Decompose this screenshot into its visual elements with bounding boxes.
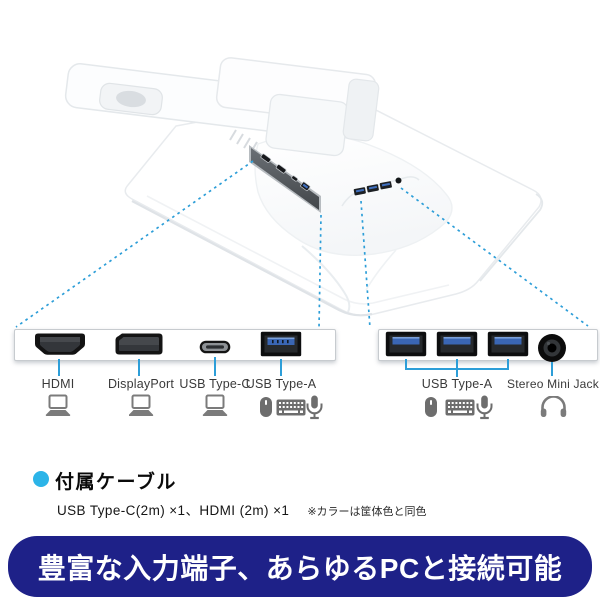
jack-connector-line [551,362,553,376]
keyboard-icon [445,399,475,416]
usb-a-port-graphic [436,331,478,357]
usb-a-group-label: USB Type-A [421,377,493,391]
usb-c-connector-line [214,357,216,376]
displayport-port-graphic [115,333,163,355]
included-cables-note: ※カラーは筐体色と同色 [307,506,427,518]
hdmi-connector-line [58,359,60,376]
port-recess [249,145,321,213]
usb-c-port-graphic [199,340,231,354]
microphone-icon [306,395,323,420]
stereo-mini-jack-label: Stereo Mini Jack [507,377,599,391]
headphones-icon [540,396,567,417]
microphone-icon [476,395,493,420]
usb-c-label: USB Type-C [179,377,251,391]
hdmi-port-graphic [35,333,85,355]
callout-dashed-lines [15,160,589,329]
usb-a-bracket-center-stub [456,369,458,377]
usb-a-port-graphic [487,331,529,357]
usb-a-label: USB Type-A [245,377,317,391]
displayport-label: DisplayPort [107,377,175,391]
usb-a-bracket-stub [507,359,509,369]
displayport-connector-line [138,359,140,376]
mouse-icon [425,397,437,417]
included-cables-detail: USB Type-C(2m) ×1、HDMI (2m) ×1 [57,503,290,518]
laptop-icon [202,394,228,416]
monitor-rear-illustration [15,57,589,329]
hdmi-label: HDMI [41,377,75,391]
usb-a-port-graphic [260,331,302,357]
stand-arm [64,57,380,157]
feature-banner-text: 豊富な入力端子、あらゆるPCと接続可能 [37,552,563,584]
usb-a-port-graphic [385,331,427,357]
laptop-icon [45,394,71,416]
keyboard-icon [276,399,306,416]
monitor-housing-hump [254,133,453,313]
feature-banner: 豊富な入力端子、あらゆるPCと接続可能 [8,536,592,597]
mouse-icon [260,397,272,417]
included-cables-heading: 付属ケーブル [55,472,177,493]
usb-a-bracket-stub [456,359,458,369]
stereo-mini-jack-graphic [538,334,566,362]
laptop-icon [128,394,154,416]
side-port-group [341,176,420,207]
usb-a-connector-line [280,359,282,376]
bullet-icon [33,471,49,487]
usb-a-bracket-stub [405,359,407,369]
